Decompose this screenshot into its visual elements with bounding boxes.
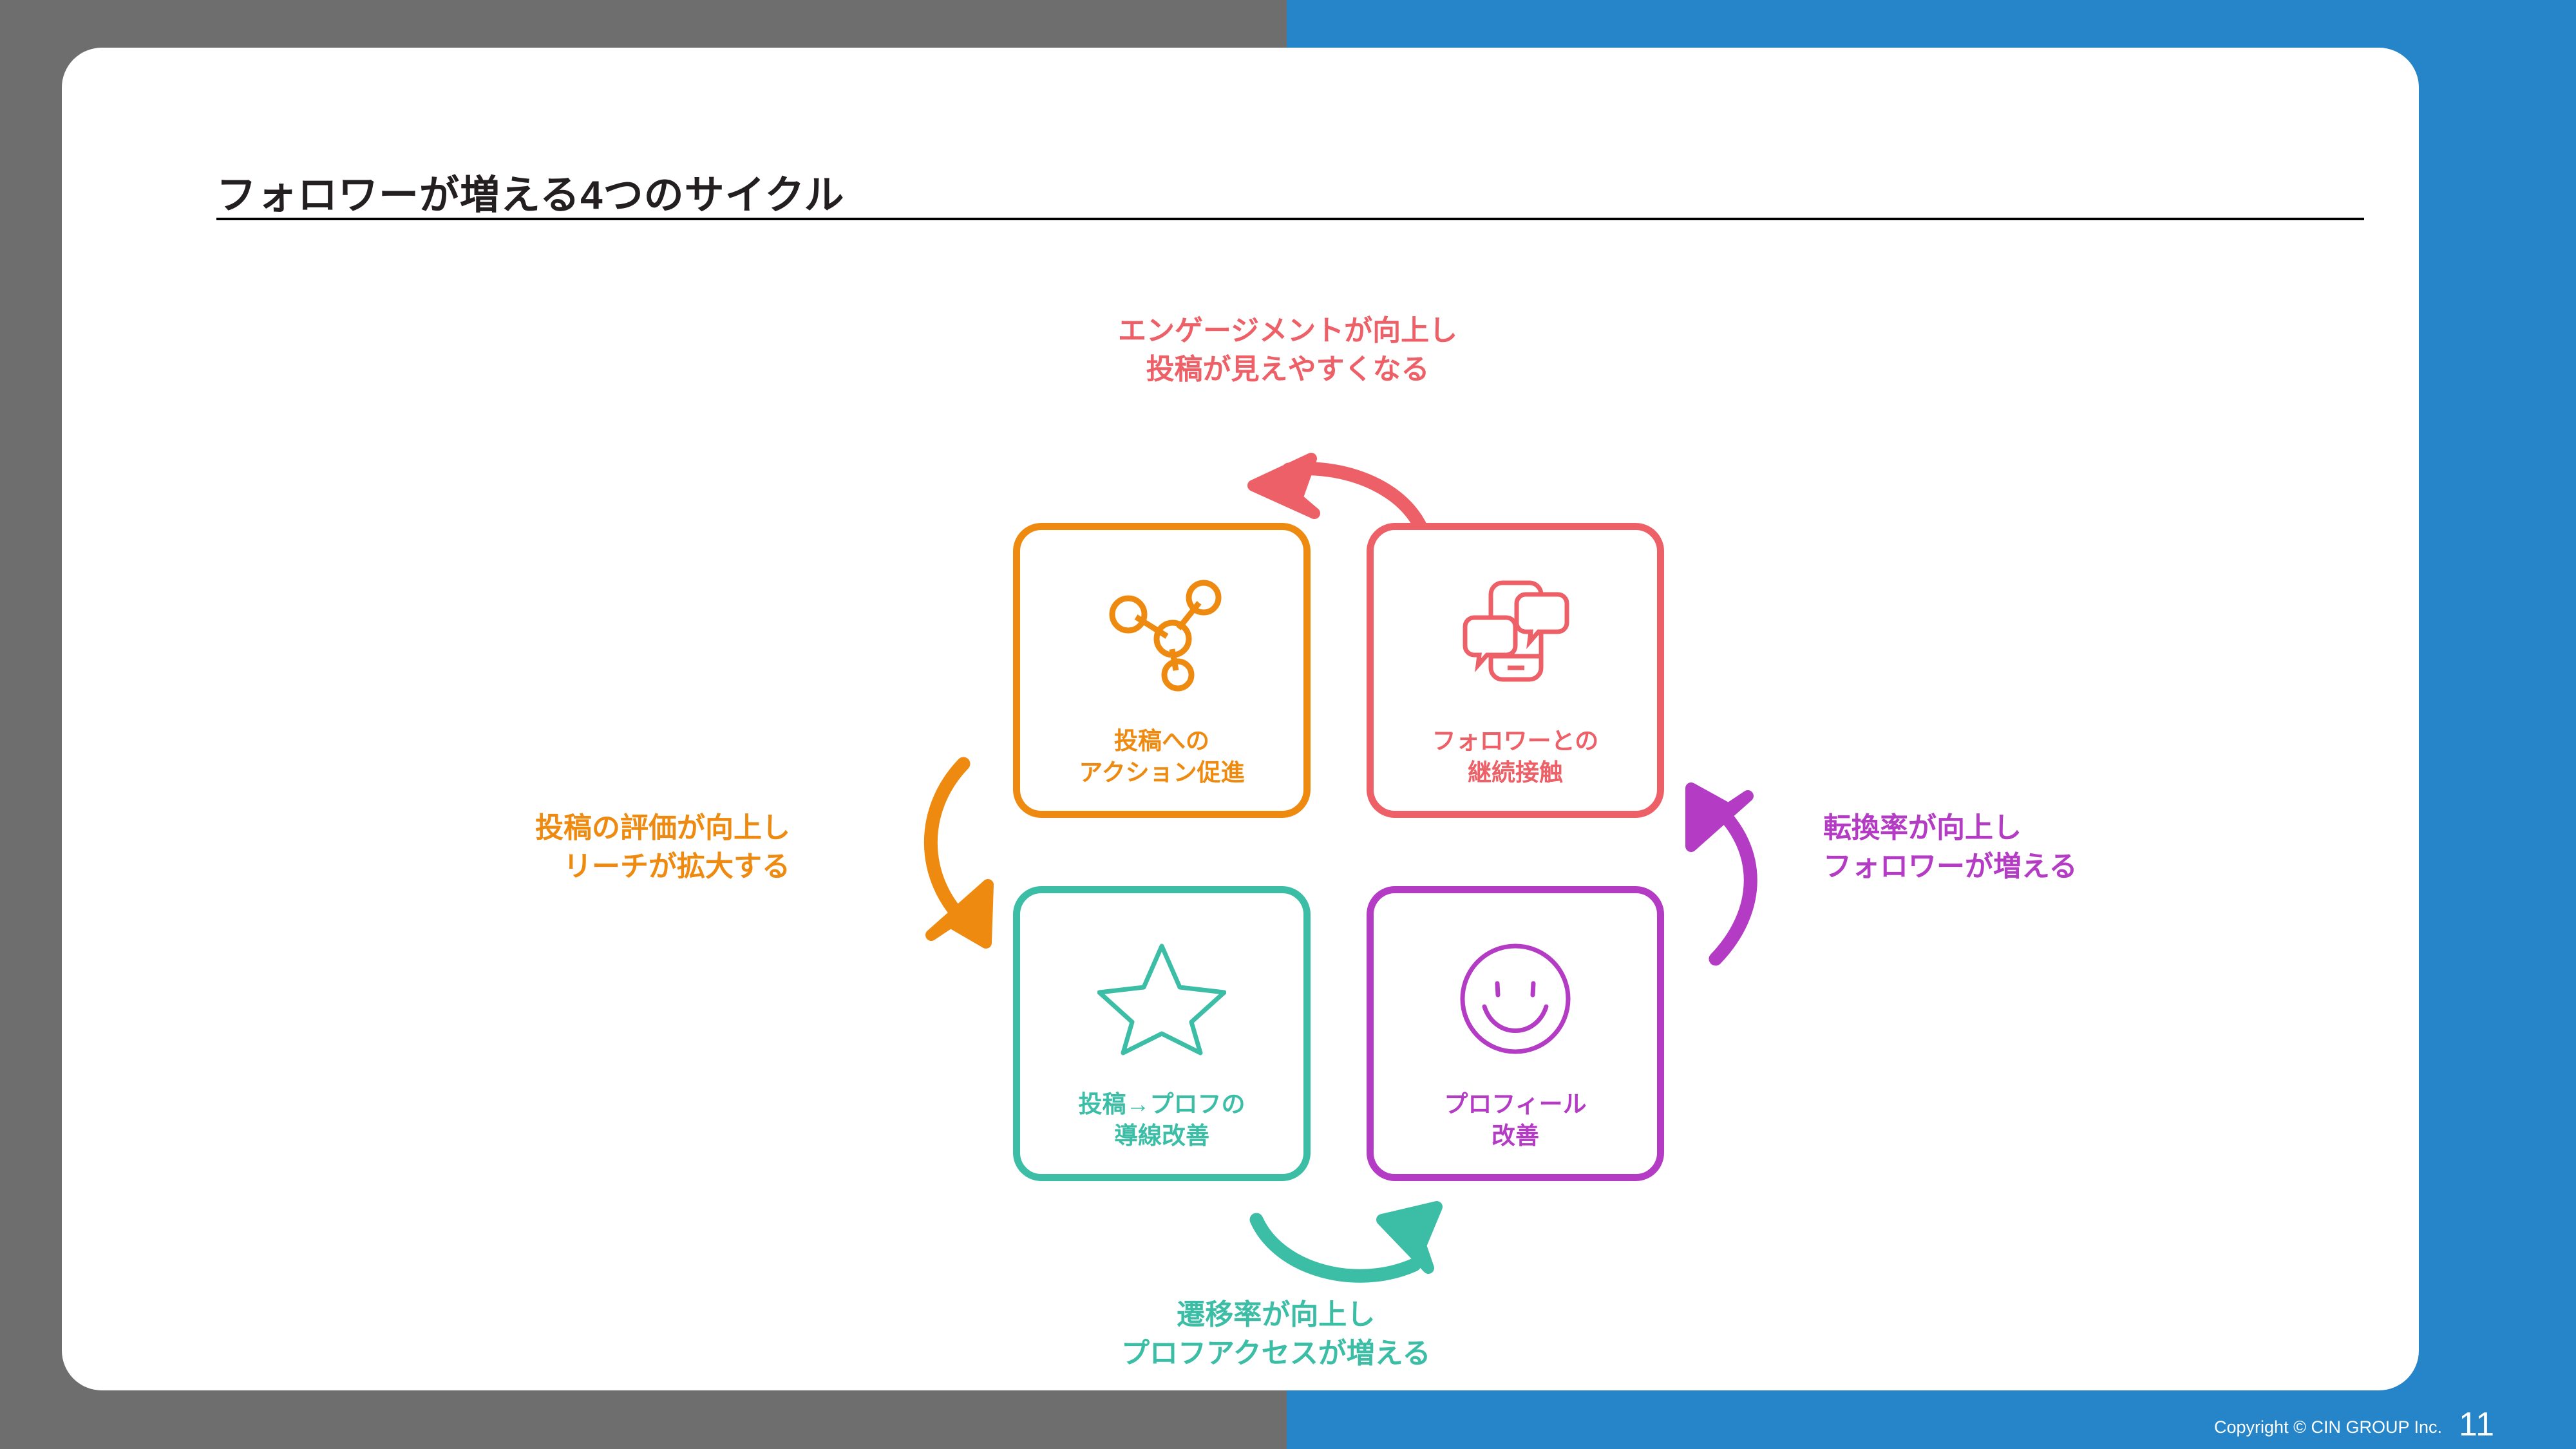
cycle-box-flow[interactable]: 投稿→プロフの 導線改善 bbox=[1013, 886, 1311, 1181]
page-number: 11 bbox=[2459, 1406, 2495, 1443]
cycle-box-profile[interactable]: プロフィール 改善 bbox=[1367, 886, 1664, 1181]
caption-top-line1: エンゲージメントが向上し bbox=[1118, 315, 1458, 346]
page-title: フォロワーが増える4つのサイクル bbox=[216, 173, 845, 218]
caption-left-line2: リーチが拡大する bbox=[564, 850, 790, 882]
cycle-box-action-line1: 投稿への bbox=[1114, 728, 1209, 755]
star-icon bbox=[1020, 918, 1303, 1079]
cycle-box-flow-line1: 投稿→プロフの bbox=[1078, 1091, 1245, 1118]
caption-bottom: 遷移率が向上し プロフアクセスが増える bbox=[1121, 1296, 1430, 1373]
cycle-box-contact-line1: フォロワーとの bbox=[1432, 728, 1599, 755]
cycle-box-contact-label: フォロワーとの 継続接触 bbox=[1374, 726, 1657, 789]
caption-bottom-line1: 遷移率が向上し bbox=[1177, 1299, 1376, 1331]
cycle-box-contact-line2: 継続接触 bbox=[1468, 759, 1563, 786]
copyright-text: Copyright © CIN GROUP Inc. bbox=[2214, 1417, 2443, 1437]
title-divider bbox=[216, 218, 2364, 220]
curved-arrow-down-icon bbox=[923, 757, 994, 949]
caption-bottom-line2: プロフアクセスが増える bbox=[1121, 1337, 1431, 1369]
smiley-face-icon bbox=[1374, 918, 1657, 1079]
cycle-box-profile-line1: プロフィール bbox=[1444, 1091, 1587, 1118]
cycle-box-contact[interactable]: フォロワーとの 継続接触 bbox=[1367, 523, 1664, 818]
caption-right-line1: 転換率が向上し bbox=[1823, 812, 2022, 844]
caption-right-line2: フォロワーが増える bbox=[1823, 850, 2078, 882]
cycle-box-action-label: 投稿への アクション促進 bbox=[1020, 726, 1303, 789]
cycle-box-flow-line2: 導線改善 bbox=[1114, 1122, 1209, 1150]
curved-arrow-right-icon bbox=[1249, 1201, 1443, 1283]
caption-top: エンゲージメントが向上し 投稿が見えやすくなる bbox=[1118, 312, 1457, 389]
curved-arrow-up-icon bbox=[1685, 782, 1757, 966]
cycle-box-profile-line2: 改善 bbox=[1492, 1122, 1539, 1150]
caption-right: 転換率が向上し フォロワーが増える bbox=[1823, 809, 2078, 886]
smartphone-chat-icon bbox=[1374, 554, 1657, 715]
cycle-box-profile-label: プロフィール 改善 bbox=[1374, 1089, 1657, 1152]
slide-card: フォロワーが増える4つのサイクル bbox=[62, 48, 2419, 1390]
cycle-box-action[interactable]: 投稿への アクション促進 bbox=[1013, 523, 1311, 818]
caption-top-line2: 投稿が見えやすくなる bbox=[1146, 353, 1430, 385]
cycle-box-action-line2: アクション促進 bbox=[1079, 759, 1245, 786]
cycle-box-flow-label: 投稿→プロフの 導線改善 bbox=[1020, 1089, 1303, 1152]
caption-left: 投稿の評価が向上し リーチが拡大する bbox=[535, 809, 790, 886]
caption-left-line1: 投稿の評価が向上し bbox=[535, 812, 790, 844]
cycle-arrows-layer bbox=[923, 453, 1757, 1283]
network-nodes-icon bbox=[1020, 554, 1303, 715]
slide-footer: Copyright © CIN GROUP Inc. 11 bbox=[2214, 1408, 2495, 1441]
